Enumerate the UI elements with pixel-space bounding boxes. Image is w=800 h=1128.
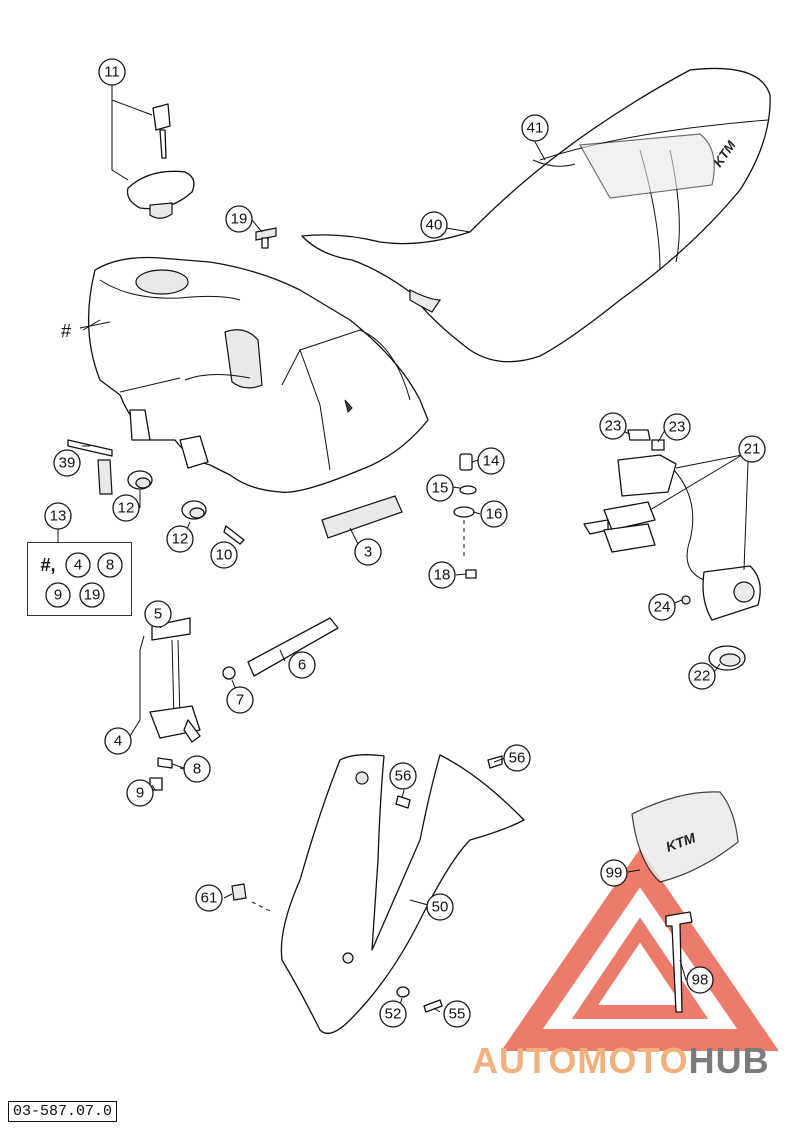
svg-text:3: 3: [364, 544, 372, 561]
svg-text:41: 41: [527, 120, 544, 137]
callout-4: 4: [104, 727, 132, 755]
callout-23b: 23: [663, 413, 691, 441]
callout-40: 40: [420, 211, 448, 239]
callout-98: 98: [686, 966, 714, 994]
svg-text:23: 23: [605, 418, 622, 435]
callout-hash: #: [61, 321, 71, 341]
svg-text:#: #: [61, 321, 71, 341]
svg-text:99: 99: [606, 865, 623, 882]
svg-text:50: 50: [432, 899, 449, 916]
callout-21: 21: [738, 435, 766, 463]
svg-text:12: 12: [172, 531, 189, 548]
callout-22: 22: [688, 662, 716, 690]
group-box-item-19: 19: [79, 582, 105, 608]
svg-text:12: 12: [118, 500, 135, 517]
callout-23a: 23: [599, 412, 627, 440]
callout-10: 10: [210, 541, 238, 569]
svg-text:#,: #,: [40, 555, 55, 575]
callout-14: 14: [477, 447, 505, 475]
pad-part-3: [321, 495, 403, 539]
svg-text:39: 39: [59, 455, 76, 472]
callout-52: 52: [379, 1000, 407, 1028]
svg-text:19: 19: [84, 587, 101, 604]
svg-text:6: 6: [298, 657, 306, 674]
small-left-parts: [67, 439, 245, 545]
svg-text:19: 19: [231, 211, 248, 228]
callout-19: 19: [225, 205, 253, 233]
watermark-text-part2: HUB: [688, 1040, 770, 1081]
svg-text:52: 52: [385, 1006, 402, 1023]
group-box-13: [27, 542, 132, 616]
callout-9: 9: [126, 779, 154, 807]
callout-3: 3: [354, 538, 382, 566]
watermark-text: AUTOMOTOHUB: [472, 1040, 770, 1082]
callout-7: 7: [226, 686, 254, 714]
svg-text:56: 56: [509, 750, 526, 767]
group-box-item-8: 8: [97, 552, 123, 578]
svg-text:8: 8: [106, 557, 114, 574]
callout-24: 24: [648, 593, 676, 621]
fuel-tank-part: [79, 256, 429, 493]
svg-text:14: 14: [483, 453, 500, 470]
side-cover-part: [231, 754, 525, 1034]
fuel-tap-parts: [129, 617, 339, 791]
svg-text:21: 21: [744, 441, 761, 458]
svg-text:18: 18: [434, 567, 451, 584]
svg-text:61: 61: [201, 890, 218, 907]
screw-19-part: [255, 227, 277, 249]
decal-parts: KTM: [631, 791, 739, 1013]
callout-15: 15: [426, 474, 454, 502]
svg-text:24: 24: [654, 599, 671, 616]
callout-61: 61: [195, 884, 223, 912]
svg-text:13: 13: [50, 508, 67, 525]
svg-text:40: 40: [426, 217, 443, 234]
svg-text:16: 16: [486, 506, 503, 523]
svg-text:22: 22: [694, 668, 711, 685]
callout-5: 5: [144, 600, 172, 628]
watermark-text-part1: AUTOMOTO: [472, 1040, 689, 1081]
callout-12a: 12: [112, 494, 140, 522]
callout-56a: 56: [503, 744, 531, 772]
callout-11: 11: [98, 58, 126, 86]
group-box-hash: #,: [40, 555, 55, 575]
svg-text:10: 10: [216, 547, 233, 564]
callout-41: 41: [521, 114, 549, 142]
svg-text:8: 8: [193, 761, 201, 778]
group-box-item-9: 9: [45, 582, 71, 608]
svg-text:98: 98: [692, 972, 709, 989]
svg-text:55: 55: [449, 1006, 466, 1023]
svg-text:7: 7: [236, 692, 244, 709]
callout-18: 18: [428, 561, 456, 589]
svg-text:56: 56: [395, 768, 412, 785]
filler-cap-part: [111, 85, 195, 219]
svg-text:5: 5: [154, 606, 162, 623]
callout-39: 39: [53, 449, 81, 477]
ignition-lock-parts: [583, 429, 761, 671]
seat-part: KTM: [301, 67, 771, 363]
callout-12b: 12: [166, 525, 194, 553]
callout-50: 50: [426, 893, 454, 921]
bolt-set-parts: [453, 453, 477, 579]
svg-text:4: 4: [114, 733, 122, 750]
callout-16: 16: [480, 500, 508, 528]
callout-56b: 56: [389, 762, 417, 790]
group-box-item-4: 4: [65, 552, 91, 578]
svg-text:11: 11: [104, 64, 120, 81]
svg-text:4: 4: [74, 557, 82, 574]
callout-6: 6: [288, 651, 316, 679]
watermark-logo: [501, 848, 779, 1051]
callout-99: 99: [600, 859, 628, 887]
callout-13: 13: [44, 502, 72, 530]
svg-text:15: 15: [432, 480, 449, 497]
document-code: 03-587.07.0: [8, 1101, 118, 1122]
svg-text:23: 23: [669, 419, 686, 436]
callout-8: 8: [183, 755, 211, 783]
svg-text:9: 9: [136, 785, 144, 802]
svg-text:9: 9: [54, 587, 62, 604]
callout-55: 55: [443, 1000, 471, 1028]
